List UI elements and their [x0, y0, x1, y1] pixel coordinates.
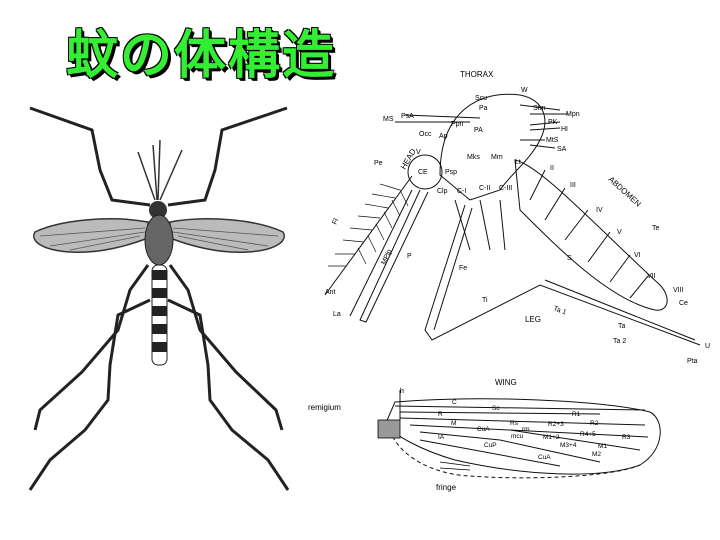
diagram-label: Fl — [331, 217, 340, 226]
diagram-label: Mm — [491, 154, 503, 161]
diagram-label: CuP — [484, 442, 497, 449]
diagram-label: R3 — [622, 434, 631, 441]
diagram-label: Pta — [687, 358, 698, 365]
mosquito-head — [149, 201, 167, 219]
diagram-label: VII — [647, 273, 656, 280]
diagram-label: M2 — [592, 451, 601, 458]
diagram-label: P — [407, 253, 412, 260]
diagram-label: MS — [383, 116, 394, 123]
diagram-label: rm — [522, 426, 530, 433]
diagram-label: C — [452, 399, 457, 406]
thorax-labels: Scu W Pa Stm PsA Mpn MS Ppn PK PA HI Occ… — [383, 87, 580, 166]
diagram-label: SA — [557, 146, 567, 153]
wing-label-remigium: remigium — [308, 403, 341, 412]
diagram-label: M1 — [598, 443, 607, 450]
diagram-label: R4+5 — [580, 431, 596, 438]
diagram-label: Rs — [510, 420, 519, 427]
diagram-label: Clp — [437, 188, 448, 195]
diagram-label: R2 — [590, 420, 599, 427]
abdomen-labels: Te S Ce — [567, 225, 688, 307]
diagram-label: II — [550, 165, 554, 172]
diagram-label: Lt — [515, 159, 521, 166]
diagram-label: Ap — [439, 133, 448, 140]
wing-label-h: h — [400, 388, 404, 395]
diagram-label: M3+4 — [560, 442, 577, 449]
mosquito-antennae — [137, 139, 183, 201]
diagram-label: Ant — [325, 289, 336, 296]
diagram-label: PK — [548, 119, 558, 126]
diagram-label: Occ — [419, 131, 432, 138]
mosquito-legs — [28, 106, 290, 491]
diagram-label: La — [333, 311, 341, 318]
wing-fringe-base — [377, 419, 471, 471]
diagram-label: HI — [561, 126, 568, 133]
diagram-label: PsA — [401, 113, 414, 120]
diagram-label: C-III — [499, 185, 512, 192]
diagram-label: C-II — [479, 185, 490, 192]
diagram-label: W — [521, 87, 528, 94]
abdomen-segment-labels: II III IV V VI VII VIII — [550, 165, 684, 294]
diagram-label: Ce — [679, 300, 688, 307]
page-title: 蚊の体構造 — [66, 26, 337, 86]
diagram-label: Psp — [445, 169, 457, 176]
diagram-label: Ta 1 — [552, 305, 567, 316]
diagram-label: Scu — [475, 95, 487, 102]
diagram-label: CuA — [538, 454, 551, 461]
diagram-label: Ta — [618, 323, 626, 330]
diagram-label: Sc — [492, 405, 500, 412]
diagram-label: VI — [634, 252, 641, 259]
diagram-label: Ta 2 — [613, 338, 626, 345]
diagram-label: R1 — [572, 411, 581, 418]
diagram-label: Ppn — [451, 121, 464, 128]
diagram-label: CuA — [477, 426, 490, 433]
label-thorax: THORAX — [460, 70, 494, 79]
diagram-label: mcu — [511, 433, 524, 440]
diagram-label: CE — [418, 169, 428, 176]
coxa-labels: C-I C-II C-III Psp — [445, 169, 512, 195]
diagram-label: C-I — [457, 188, 466, 195]
wing-heading: WING — [495, 378, 517, 387]
diagram-label: U — [705, 343, 710, 350]
diagram-label: III — [570, 182, 576, 189]
wing-vein-labels: C Sc R R1 M Rs R2+3 R2 rm R4+5 R3 CuA IA… — [438, 399, 631, 461]
diagram-label: Mpn — [566, 111, 580, 118]
diagram-label: PA — [474, 127, 483, 134]
label-leg: LEG — [525, 315, 541, 324]
mosquito-abdomen — [151, 264, 168, 366]
diagram-label: Ti — [482, 297, 488, 304]
diagram-label: S — [567, 255, 572, 262]
diagram-label: Pa — [479, 105, 488, 112]
diagram-label: R — [438, 411, 443, 418]
diagram-label: V — [617, 229, 622, 236]
mosquito-wings — [33, 218, 285, 254]
diagram-label: VIII — [673, 287, 684, 294]
diagram-label: Fe — [459, 265, 467, 272]
diagram-label: Stm — [533, 105, 546, 112]
diagram-label: Mks — [467, 154, 480, 161]
diagram-label: V — [416, 149, 421, 156]
leg-labels: Fe Ti Ta 1 Ta Ta 2 U Pta — [459, 265, 710, 365]
diagram-label: Pe — [374, 160, 383, 167]
diagram-label: M1+2 — [543, 434, 560, 441]
diagram-label: MtS — [546, 137, 559, 144]
diagram-label: R2+3 — [548, 421, 564, 428]
diagram-label: IA — [438, 434, 445, 441]
diagram-label: Te — [652, 225, 660, 232]
diagram-label: IV — [596, 207, 603, 214]
wing-label-fringe: fringe — [436, 483, 457, 492]
diagram-label: M — [451, 420, 456, 427]
